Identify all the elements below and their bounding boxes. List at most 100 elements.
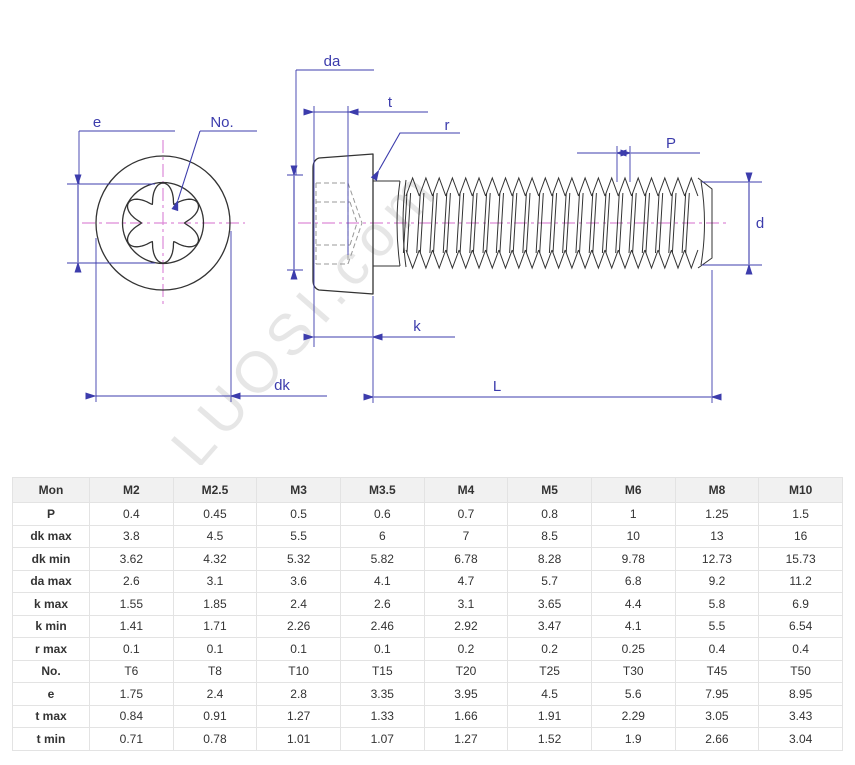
dim-label-t: t [388,94,393,111]
value-cell: 5.32 [256,547,341,571]
value-cell: 1.71 [172,614,258,638]
value-cell: 6.9 [758,592,843,616]
value-cell: 3.35 [339,682,425,706]
value-cell: 2.6 [89,569,174,593]
value-cell: 1.5 [758,502,843,526]
dimension-lines [74,108,753,401]
value-cell: 5.6 [590,682,676,706]
value-cell: 0.4 [758,637,843,661]
value-cell: 0.25 [590,637,676,661]
value-cell: 9.78 [590,547,676,571]
value-cell: 2.46 [339,614,425,638]
value-cell: 0.4 [674,637,760,661]
value-cell: 0.4 [89,502,174,526]
value-cell: 3.05 [674,704,760,728]
value-cell: 1.52 [507,727,592,751]
value-cell: T20 [423,659,509,683]
header-cell: Mon [12,477,90,503]
value-cell: 3.6 [256,569,341,593]
value-cell: 4.32 [172,547,258,571]
row-label-cell: t min [12,727,90,751]
value-cell: 0.84 [89,704,174,728]
value-cell: 1 [590,502,676,526]
value-cell: 3.43 [758,704,843,728]
side-view [312,153,713,295]
value-cell: 15.73 [758,547,843,571]
value-cell: 3.65 [507,592,592,616]
value-cell: 1.01 [256,727,341,751]
value-cell: 4.5 [507,682,592,706]
value-cell: 0.1 [89,637,174,661]
value-cell: 0.1 [172,637,258,661]
value-cell: T25 [507,659,592,683]
dim-label-k: k [413,318,421,335]
value-cell: 2.66 [674,727,760,751]
value-cell: 0.78 [172,727,258,751]
row-label-cell: dk min [12,547,90,571]
value-cell: 2.4 [172,682,258,706]
value-cell: 1.66 [423,704,509,728]
dim-label-da: da [324,53,341,70]
dim-label-l: L [493,378,501,395]
header-cell: M4 [423,477,509,503]
value-cell: 2.8 [256,682,341,706]
dim-label-dk: dk [274,377,290,394]
dim-label-e: e [93,114,101,131]
value-cell: 3.62 [89,547,174,571]
value-cell: 11.2 [758,569,843,593]
technical-drawing: LUOSI.com [67,53,764,465]
value-cell: 1.55 [89,592,174,616]
value-cell: 1.75 [89,682,174,706]
row-label-cell: e [12,682,90,706]
value-cell: 0.45 [172,502,258,526]
value-cell: 2.26 [256,614,341,638]
value-cell: 4.5 [172,524,258,548]
value-cell: T45 [674,659,760,683]
value-cell: 6.78 [423,547,509,571]
value-cell: 6.54 [758,614,843,638]
header-cell: M2 [89,477,174,503]
value-cell: 2.29 [590,704,676,728]
value-cell: 0.2 [507,637,592,661]
value-cell: 1.41 [89,614,174,638]
value-cell: 4.1 [590,614,676,638]
header-cell: M5 [507,477,592,503]
value-cell: 1.07 [339,727,425,751]
centerlines [82,140,728,307]
value-cell: 6.8 [590,569,676,593]
value-cell: T10 [256,659,341,683]
value-cell: 8.5 [507,524,592,548]
value-cell: 9.2 [674,569,760,593]
header-cell: M10 [758,477,843,503]
value-cell: 4.4 [590,592,676,616]
row-label-cell: r max [12,637,90,661]
value-cell: 0.71 [89,727,174,751]
value-cell: 0.91 [172,704,258,728]
value-cell: T50 [758,659,843,683]
value-cell: 5.8 [674,592,760,616]
value-cell: 3.1 [172,569,258,593]
value-cell: 3.95 [423,682,509,706]
value-cell: 0.6 [339,502,425,526]
row-label-cell: t max [12,704,90,728]
row-label-cell: No. [12,659,90,683]
header-cell: M3 [256,477,341,503]
value-cell: 12.73 [674,547,760,571]
value-cell: T30 [590,659,676,683]
dim-label-no: No. [210,114,233,131]
value-cell: 6 [339,524,425,548]
value-cell: 0.1 [256,637,341,661]
dim-label-d: d [756,215,764,232]
value-cell: 7.95 [674,682,760,706]
header-cell: M8 [674,477,760,503]
value-cell: T8 [172,659,258,683]
